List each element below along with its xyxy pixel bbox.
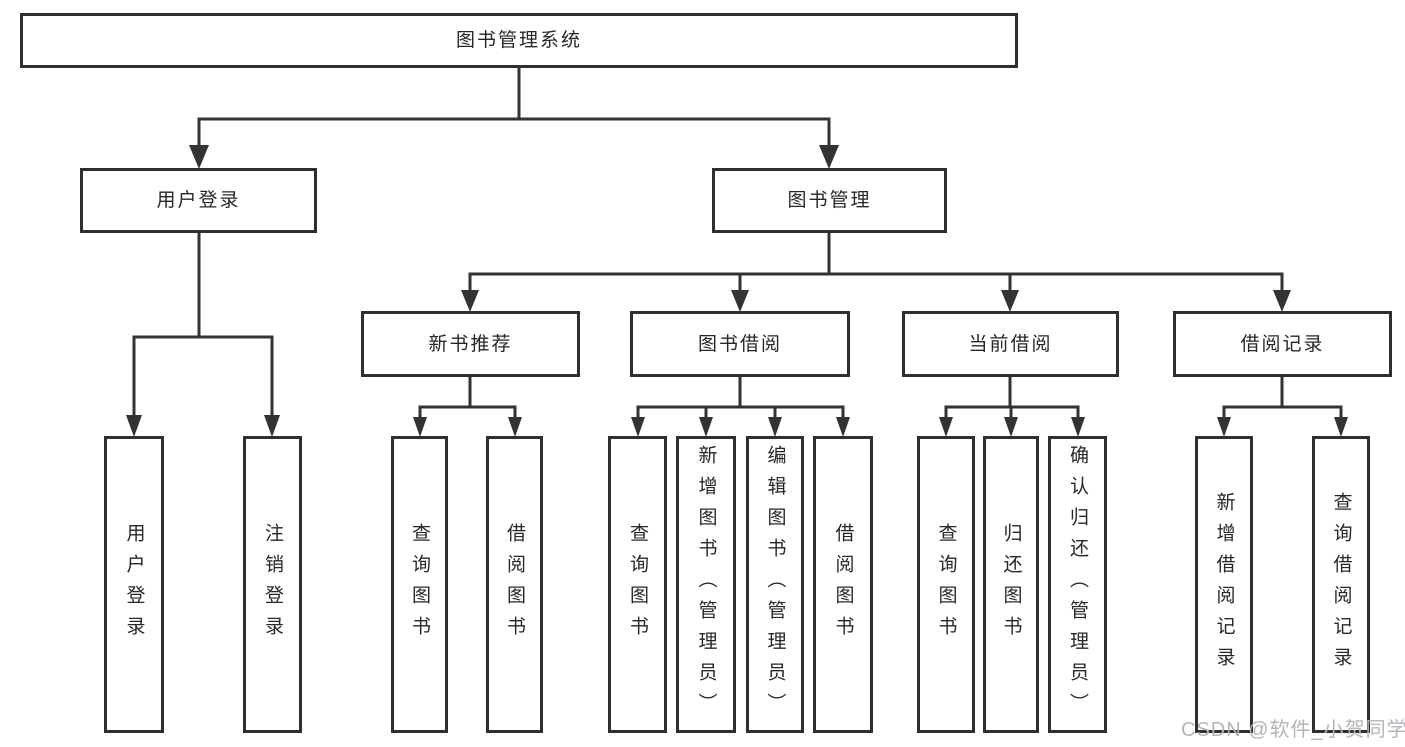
leaf-borrow-books: 借阅图书 — [813, 436, 873, 733]
arrowhead — [768, 417, 782, 437]
arrowhead — [1273, 290, 1291, 312]
leaf-query-books-borrowing: 查询图书 — [608, 436, 667, 733]
leaf-user-login: 用户登录 — [104, 436, 164, 733]
leaf-return-book: 归还图书 — [983, 436, 1039, 733]
node-book-management: 图书管理 — [712, 168, 947, 233]
leaf-query-books-current: 查询图书 — [917, 436, 975, 733]
leaf-query-books-recommend: 查询图书 — [391, 436, 448, 733]
node-user-login: 用户登录 — [80, 168, 317, 233]
leaf-add-borrow-record-label: 新增借阅记录 — [1213, 491, 1235, 678]
node-current-borrowing: 当前借阅 — [902, 311, 1119, 377]
leaf-query-books-current-label: 查询图书 — [935, 522, 957, 647]
csdn-watermark: CSDN @软件_小贺同学 — [1181, 719, 1405, 741]
leaf-borrow-books-recommend-label: 借阅图书 — [504, 522, 525, 647]
node-borrowing-records: 借阅记录 — [1173, 311, 1392, 377]
leaf-edit-book-admin-label: 编辑图书（管理员） — [764, 445, 786, 724]
node-root: 图书管理系统 — [20, 13, 1018, 68]
node-book-borrowing: 图书借阅 — [630, 311, 850, 377]
leaf-query-books-recommend-label: 查询图书 — [409, 522, 430, 647]
arrowhead — [1001, 290, 1019, 312]
arrowhead — [699, 417, 713, 437]
arrowhead — [461, 290, 479, 312]
arrowhead — [939, 417, 953, 437]
arrowhead — [836, 417, 850, 437]
arrowhead — [413, 417, 427, 437]
arrowhead — [631, 417, 645, 437]
arrowhead — [1071, 417, 1085, 437]
leaf-edit-book-admin: 编辑图书（管理员） — [746, 436, 804, 733]
arrowhead — [264, 415, 280, 437]
arrowhead — [731, 290, 749, 312]
arrowhead — [189, 145, 209, 169]
node-new-book-recommendation: 新书推荐 — [361, 311, 580, 377]
leaf-borrow-books-recommend: 借阅图书 — [486, 436, 543, 733]
leaf-borrow-books-label: 借阅图书 — [832, 522, 854, 647]
node-book-borrowing-label: 图书借阅 — [697, 333, 782, 355]
arrowhead — [1334, 417, 1348, 437]
leaf-confirm-return-admin: 确认归还（管理员） — [1048, 436, 1107, 733]
leaf-logout-label: 注销登录 — [262, 522, 283, 647]
node-root-label: 图书管理系统 — [455, 30, 582, 51]
leaf-logout: 注销登录 — [243, 436, 302, 733]
node-new-book-recommendation-label: 新书推荐 — [428, 333, 513, 355]
leaf-confirm-return-admin-label: 确认归还（管理员） — [1067, 445, 1088, 724]
leaf-add-book-admin: 新增图书（管理员） — [676, 436, 736, 733]
arrowhead — [126, 415, 142, 437]
arrowhead — [819, 145, 839, 169]
node-current-borrowing-label: 当前借阅 — [968, 333, 1053, 355]
arrowhead — [508, 417, 522, 437]
leaf-add-borrow-record: 新增借阅记录 — [1195, 436, 1253, 733]
leaf-return-book-label: 归还图书 — [1000, 522, 1022, 647]
leaf-query-books-borrowing-label: 查询图书 — [627, 522, 648, 647]
leaf-query-borrow-record: 查询借阅记录 — [1312, 436, 1370, 733]
leaf-add-book-admin-label: 新增图书（管理员） — [695, 445, 717, 724]
node-borrowing-records-label: 借阅记录 — [1240, 333, 1325, 355]
leaf-query-borrow-record-label: 查询借阅记录 — [1330, 491, 1352, 678]
leaf-user-login-label: 用户登录 — [123, 522, 145, 647]
node-book-management-label: 图书管理 — [787, 190, 872, 211]
arrowhead — [1217, 417, 1231, 437]
arrowhead — [1004, 417, 1018, 437]
node-user-login-label: 用户登录 — [156, 190, 241, 211]
